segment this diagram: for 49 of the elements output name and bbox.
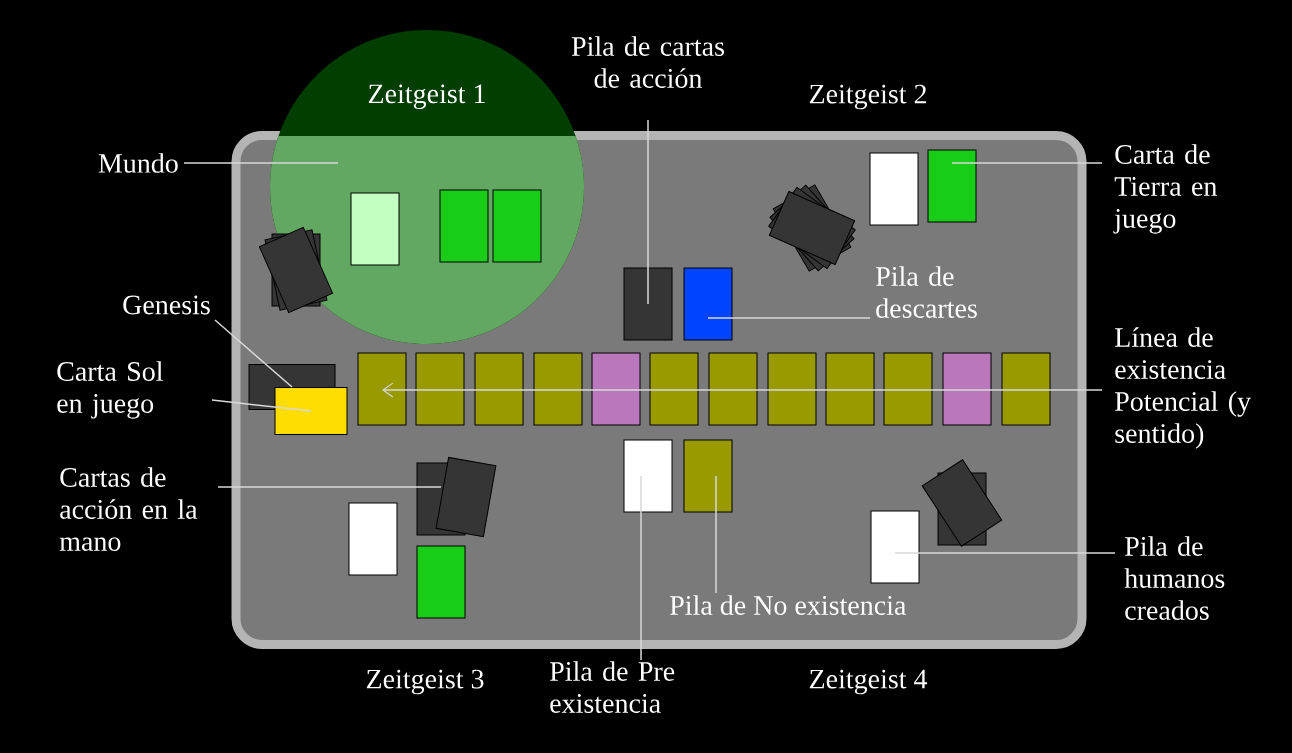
zone-label: Zeitgeist 2	[809, 84, 926, 110]
callout-text: Carta de Tierra en juego	[1113, 144, 1217, 234]
card	[348, 502, 398, 576]
card	[825, 352, 875, 426]
card	[623, 267, 673, 341]
card	[708, 352, 758, 426]
zone-label: Zeitgeist 4	[809, 669, 928, 695]
leader-line	[214, 319, 293, 388]
card	[533, 352, 583, 426]
callout-text: Pila de No existencia	[670, 595, 906, 615]
leader-line	[647, 119, 649, 305]
callout-text: Carta Sol en juego	[57, 361, 163, 419]
card	[416, 545, 466, 619]
leader-line	[707, 317, 871, 319]
card	[767, 352, 817, 426]
card	[649, 352, 699, 426]
card	[869, 152, 919, 226]
leader-line	[217, 486, 442, 488]
callout-text: Pila de Pre existencia	[550, 661, 675, 713]
callout-text: Genesis	[123, 295, 210, 315]
card	[274, 387, 348, 435]
leader-line	[183, 162, 339, 164]
leader-line	[715, 475, 717, 594]
card	[350, 192, 400, 266]
leader-line	[211, 399, 312, 412]
callout-text: Pila de descartes	[876, 266, 977, 318]
card	[435, 456, 497, 538]
card	[357, 352, 407, 426]
card	[870, 510, 920, 584]
card	[623, 439, 673, 513]
card	[883, 352, 933, 426]
zone-label: Zeitgeist 3	[366, 669, 484, 695]
card	[927, 149, 977, 223]
card	[1001, 352, 1051, 426]
callout-text: Pila de humanos creados	[1124, 536, 1225, 620]
callout-text: Línea de existencia Potencial (y sentido)	[1115, 327, 1251, 449]
card	[439, 189, 489, 263]
callout-text: Cartas de acción en la mano	[59, 467, 198, 551]
leader-line	[894, 552, 1116, 554]
card	[683, 267, 733, 341]
card	[415, 352, 465, 426]
leader-line	[640, 475, 642, 661]
card	[591, 352, 641, 426]
card	[683, 439, 733, 513]
card	[942, 352, 992, 426]
leader-line	[382, 382, 1103, 398]
callout-text: Mundo	[98, 153, 178, 173]
card	[492, 189, 542, 263]
card	[474, 352, 524, 426]
